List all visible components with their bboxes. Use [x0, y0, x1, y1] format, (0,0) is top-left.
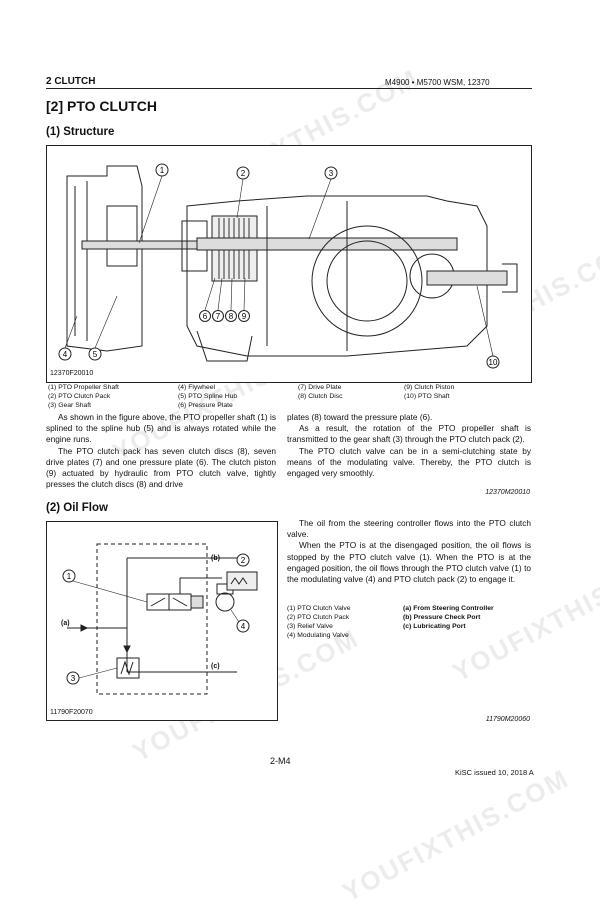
paragraph: The PTO clutch valve can be in a semi-cl… — [287, 445, 531, 479]
paragraph: When the PTO is at the disengaged positi… — [287, 540, 531, 585]
paragraph: As shown in the figure above, the PTO pr… — [46, 412, 276, 445]
port-a-label: (a) — [61, 620, 70, 627]
structure-ref: 12370M20010 — [485, 489, 530, 496]
hydraulic-circuit-diagram: 1 2 3 4 — [62, 543, 258, 695]
callout-2: 2 — [241, 169, 246, 178]
figure-id: 11790F20070 — [50, 709, 93, 716]
oil-legend-right: (a) From Steering Controller (b) Pressur… — [403, 604, 494, 631]
oil-legend-left: (1) PTO Clutch Valve (2) PTO Clutch Pack… — [287, 604, 351, 640]
legend-item: (8) Clutch Disc — [298, 393, 343, 400]
callout-3: 3 — [329, 169, 334, 178]
legend-item: (1) PTO Propeller Shaft — [48, 384, 119, 391]
header-rule — [46, 88, 532, 89]
legend-item: (2) PTO Clutch Pack — [287, 614, 350, 621]
structure-figure: 1 2 3 4 5 6 7 8 9 — [46, 145, 532, 383]
legend-item: (5) PTO Spline Hub — [178, 393, 238, 400]
structure-legend: (1) PTO Propeller Shaft (4) Flywheel (7)… — [48, 383, 532, 410]
legend-item: (6) Pressure Plate — [178, 402, 233, 409]
legend-item: (4) Modulating Valve — [287, 632, 349, 639]
oil-flow-text: The oil from the steering controller flo… — [287, 518, 531, 585]
callout-7: 7 — [216, 312, 221, 321]
legend-item: (3) Relief Valve — [287, 623, 333, 630]
figure-id: 12370F20010 — [50, 370, 94, 377]
oil-flow-ref: 11790M20060 — [485, 716, 530, 723]
structure-text-right: plates (8) toward the pressure plate (6)… — [287, 412, 531, 479]
structure-text-left: As shown in the figure above, the PTO pr… — [46, 412, 276, 490]
legend-item: (9) Clutch Piston — [404, 384, 455, 391]
oil-flow-heading: (2) Oil Flow — [46, 502, 108, 514]
port-b-label: (b) — [211, 555, 220, 562]
legend-item: (b) Pressure Check Port — [403, 614, 481, 621]
callout-4: 4 — [63, 350, 68, 359]
legend-item: (a) From Steering Controller — [403, 605, 494, 612]
oil-callout-3: 3 — [71, 674, 76, 683]
legend-item: (7) Drive Plate — [298, 384, 342, 391]
callout-10: 10 — [489, 358, 498, 367]
legend-item: (2) PTO Clutch Pack — [48, 393, 111, 400]
legend-item: (3) Gear Shaft — [48, 402, 92, 409]
callout-9: 9 — [242, 312, 247, 321]
legend-item: (10) PTO Shaft — [404, 393, 450, 400]
paragraph: The oil from the steering controller flo… — [287, 518, 531, 540]
paragraph: As a result, the rotation of the PTO pro… — [287, 423, 531, 445]
callout-8: 8 — [229, 312, 234, 321]
watermark: YOUFIXTHIS.COM — [337, 762, 574, 908]
clutch-cross-section-drawing: 1 2 3 4 5 6 7 8 9 — [58, 163, 518, 369]
callout-6: 6 — [203, 312, 208, 321]
paragraph: The PTO clutch pack has seven clutch dis… — [46, 445, 276, 490]
section-label: 2 CLUTCH — [46, 76, 96, 87]
legend-item: (1) PTO Clutch Valve — [287, 605, 351, 612]
issue-info: KiSC issued 10, 2018 A — [455, 768, 534, 777]
page-title: [2] PTO CLUTCH — [46, 98, 157, 114]
manual-id: M4900 • M5700 WSM, 12370 — [385, 78, 490, 87]
paragraph: plates (8) toward the pressure plate (6)… — [287, 412, 433, 422]
oil-callout-2: 2 — [241, 556, 246, 565]
port-c-label: (c) — [211, 663, 220, 670]
legend-item: (c) Lubricating Port — [403, 623, 466, 630]
oil-callout-4: 4 — [241, 622, 246, 631]
callout-5: 5 — [93, 350, 98, 359]
callout-1: 1 — [160, 166, 165, 175]
structure-heading: (1) Structure — [46, 126, 115, 138]
legend-item: (4) Flywheel — [178, 384, 216, 391]
page-number: 2-M4 — [270, 756, 291, 766]
oil-callout-1: 1 — [67, 572, 72, 581]
oil-flow-figure: 1 2 3 4 (a) (b) (c) 11790F20070 — [46, 521, 278, 721]
